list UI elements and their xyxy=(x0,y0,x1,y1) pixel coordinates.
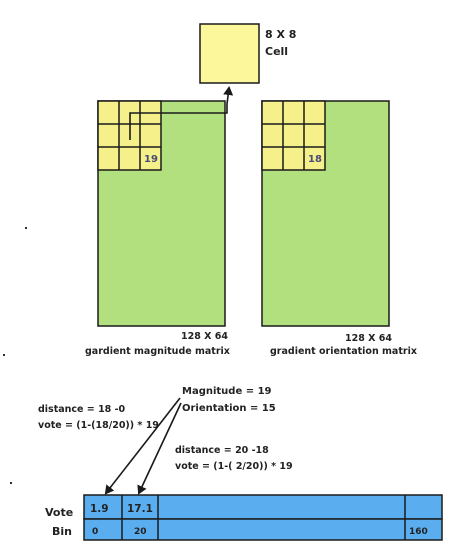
bin-label-160: 160 xyxy=(409,527,428,537)
histogram-vote-row xyxy=(83,494,443,520)
vote-value-0: 1.9 xyxy=(90,503,109,515)
orientation-matrix: 18 xyxy=(261,100,390,327)
vote-arrow-bin-0 xyxy=(104,397,181,495)
left-vote-text: vote = (1-(18/20)) * 19 xyxy=(38,420,159,431)
histogram-bin-row xyxy=(83,518,443,541)
cell-extract-arrow xyxy=(129,86,234,140)
vote-arrow-bin-20 xyxy=(137,402,182,495)
cell-label-title: Cell xyxy=(265,45,288,58)
bin-label-0: 0 xyxy=(92,527,98,537)
left-distance-text: distance = 18 -0 xyxy=(38,404,126,415)
right-distance-text: distance = 20 -18 xyxy=(175,445,269,456)
vote-row-label: Vote xyxy=(45,506,73,519)
stray-dot xyxy=(24,226,28,230)
vote-value-20: 17.1 xyxy=(127,503,153,515)
magnitude-size-label: 128 X 64 xyxy=(181,331,228,342)
cell-label-size: 8 X 8 xyxy=(265,28,296,41)
stray-dot xyxy=(9,481,13,485)
orientation-size-label: 128 X 64 xyxy=(345,333,392,344)
orientation-cell-value: 18 xyxy=(308,154,322,165)
bin-row-label: Bin xyxy=(52,525,72,538)
right-vote-text: vote = (1-( 2/20)) * 19 xyxy=(175,461,293,472)
histogram: 1.9 17.1 0 20 160 xyxy=(83,494,443,541)
stray-dot xyxy=(2,353,6,357)
magnitude-cell-value: 19 xyxy=(144,154,158,165)
bin-label-20: 20 xyxy=(134,527,147,537)
magnitude-value-text: Magnitude = 19 xyxy=(182,386,272,397)
orientation-value-text: Orientation = 15 xyxy=(182,403,276,414)
magnitude-caption: gardient magnitude matrix xyxy=(85,346,230,357)
magnitude-matrix: 19 xyxy=(97,100,226,327)
cell-box xyxy=(199,23,260,84)
orientation-cell-grid xyxy=(261,100,326,171)
orientation-caption: gradient orientation matrix xyxy=(270,346,417,357)
